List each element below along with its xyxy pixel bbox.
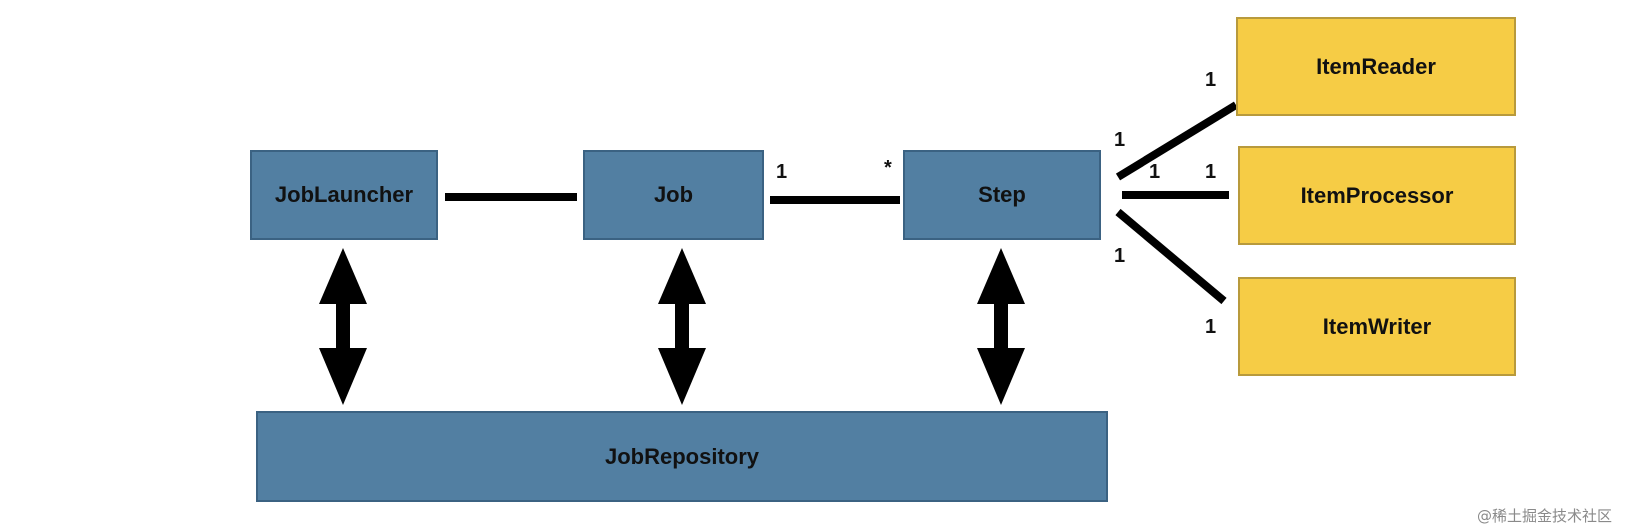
watermark-text: @稀土掘金技术社区 — [1476, 507, 1612, 525]
step-label: Step — [978, 182, 1026, 207]
step-processor-multiplicity-label: 1 — [1149, 161, 1161, 183]
job-label: Job — [653, 182, 694, 207]
step-writer-multiplicity-label: 1 — [1114, 245, 1126, 267]
step-multiplicity-label: * — [884, 157, 892, 179]
step-reader-multiplicity-label: 1 — [1114, 129, 1126, 151]
step-reader-connector — [1115, 101, 1239, 181]
item-processor-box: ItemProcessor — [1238, 146, 1516, 245]
launcher-repository-arrow — [319, 248, 367, 405]
job-multiplicity-label: 1 — [776, 161, 788, 183]
job-repository-arrow — [658, 248, 706, 405]
item-writer-box: ItemWriter — [1238, 277, 1516, 376]
writer-multiplicity-label: 1 — [1205, 316, 1217, 338]
step-repository-arrow — [977, 248, 1025, 405]
item-processor-label: ItemProcessor — [1300, 182, 1454, 208]
job-repository-label: JobRepository — [604, 443, 760, 469]
item-reader-label: ItemReader — [1316, 53, 1436, 79]
job-launcher-box: JobLauncher — [250, 150, 438, 240]
step-box: Step — [903, 150, 1101, 240]
reader-multiplicity-label: 1 — [1205, 69, 1217, 91]
item-writer-label: ItemWriter — [1322, 313, 1432, 339]
job-launcher-label: JobLauncher — [274, 182, 414, 207]
step-writer-connector — [1115, 208, 1227, 305]
item-reader-box: ItemReader — [1236, 17, 1516, 116]
job-box: Job — [583, 150, 764, 240]
job-repository-box: JobRepository — [256, 411, 1108, 502]
processor-multiplicity-label: 1 — [1205, 161, 1217, 183]
